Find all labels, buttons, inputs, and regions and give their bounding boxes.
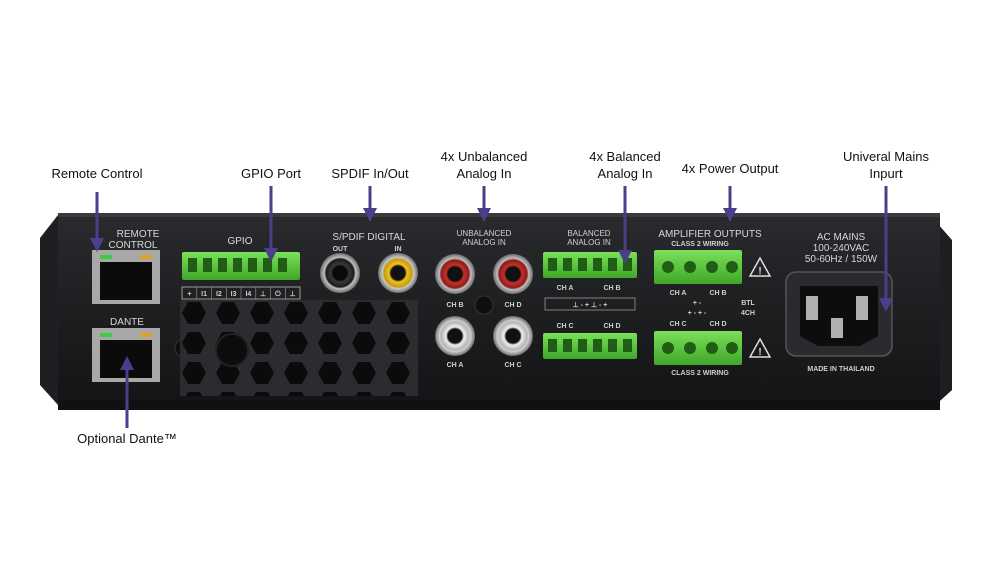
amp-outputs-title: AMPLIFIER OUTPUTS (658, 229, 762, 240)
arrow-spdif (363, 186, 377, 222)
unbal-ch-c-label: CH C (504, 362, 521, 369)
arrow-dante (120, 356, 134, 428)
gpio-pin-label: ⊥ (290, 290, 296, 298)
bal-pin-signs: ⊥ - + ⊥ - + (573, 301, 608, 309)
gpio-pin-label: I3 (231, 291, 237, 298)
remote-control-label: CONTROL (109, 240, 158, 251)
callout-unbalanced-line1: 4x Unbalanced (440, 149, 528, 164)
bal-ch-d-label: CH D (603, 323, 620, 330)
btl-label: BTL (741, 300, 755, 307)
warning-icon: ! (748, 337, 772, 358)
callout-power-output: 4x Power Output (681, 161, 779, 176)
callout-unbalanced-line2: Analog In (456, 166, 512, 181)
screw (474, 295, 494, 315)
callout-spdif: SPDIF In/Out (331, 166, 409, 181)
amp-output-terminal-bottom (654, 331, 742, 365)
amp-ch-b-label: CH B (709, 290, 726, 297)
amp-output-terminal-top (654, 250, 742, 284)
callout-mains: Univeral Mains Inpurt (826, 148, 946, 182)
gpio-pin-label: I2 (216, 291, 222, 298)
ac-voltage-label: 100-240VAC (813, 243, 870, 254)
left-bracket (40, 215, 58, 405)
btl-signs: + - (693, 300, 702, 307)
gpio-pin-label: ⊥ (260, 290, 266, 298)
unbal-ch-d-label: CH D (504, 302, 521, 309)
callout-mains-line1: Univeral Mains (843, 149, 929, 164)
remote-control-label: REMOTE (117, 229, 160, 240)
svg-text:!: ! (758, 266, 761, 277)
unbal-ch-a-jack (435, 316, 475, 356)
gpio-pin-label: I1 (201, 291, 207, 298)
arrow-remote-control (90, 192, 104, 252)
gpio-label: GPIO (227, 236, 252, 247)
gpio-pin-label: + (187, 291, 191, 298)
spdif-out-jack (320, 253, 360, 293)
gpio-pin-label: I4 (245, 291, 251, 298)
gpio-pin-labels: + I1 I2 I3 I4 ⊥ ⏻ ⊥ (187, 287, 296, 299)
unbalanced-label: UNBALANCED (457, 229, 512, 238)
callout-optional-dante: Optional Dante™ (77, 431, 177, 446)
arrow-unbalanced (477, 186, 491, 222)
unbal-ch-b-jack (435, 254, 475, 294)
spdif-title: S/PDIF DIGITAL (332, 232, 406, 243)
ac-mains-label: AC MAINS (817, 232, 866, 243)
callout-balanced-line2: Analog In (597, 166, 653, 181)
callout-gpio-port: GPIO Port (241, 166, 301, 181)
balanced-label: BALANCED (567, 229, 610, 238)
arrow-gpio (264, 186, 278, 262)
amp-ch-c-label: CH C (669, 321, 686, 328)
balanced-terminal-bottom (543, 333, 637, 359)
amp-ch-d-label: CH D (709, 321, 726, 328)
unbal-ch-b-label: CH B (446, 302, 463, 309)
class2-wiring-label: CLASS 2 WIRING (671, 370, 729, 377)
made-in-label: MADE IN THAILAND (807, 366, 874, 373)
bal-ch-b-label: CH B (603, 285, 620, 292)
unbalanced-label: ANALOG IN (462, 238, 506, 247)
warning-icon: ! (748, 256, 772, 277)
balanced-terminal-top (543, 252, 637, 278)
callout-mains-line2: Inpurt (869, 166, 903, 181)
callout-balanced: 4x Balanced Analog In (572, 148, 678, 182)
balanced-label: ANALOG IN (567, 238, 611, 247)
arrow-power-output (723, 186, 737, 222)
ac-mains-inlet (785, 271, 893, 357)
amp-ch-a-label: CH A (670, 290, 687, 297)
unbal-ch-d-jack (493, 254, 533, 294)
gpio-pin-label: ⏻ (275, 290, 281, 298)
svg-text:!: ! (758, 347, 761, 358)
unbal-ch-c-jack (493, 316, 533, 356)
spdif-in-jack (378, 253, 418, 293)
arrow-balanced (618, 186, 632, 264)
4ch-label: 4CH (741, 310, 755, 317)
callout-remote-control: Remote Control (51, 166, 143, 181)
remote-control-port (92, 250, 160, 304)
bal-ch-a-label: CH A (557, 285, 574, 292)
spdif-in-label: IN (395, 246, 402, 253)
spdif-out-label: OUT (333, 246, 349, 253)
callout-unbalanced: 4x Unbalanced Analog In (424, 148, 544, 182)
bal-ch-c-label: CH C (556, 323, 573, 330)
callout-balanced-line1: 4x Balanced (589, 149, 661, 164)
dante-label: DANTE (110, 317, 144, 328)
knob (215, 333, 249, 367)
unbal-ch-a-label: CH A (447, 362, 464, 369)
arrow-mains (879, 186, 893, 312)
4ch-signs: + - + - (688, 310, 707, 317)
class2-wiring-label: CLASS 2 WIRING (671, 241, 729, 248)
ac-frequency-label: 50-60Hz / 150W (805, 254, 878, 265)
